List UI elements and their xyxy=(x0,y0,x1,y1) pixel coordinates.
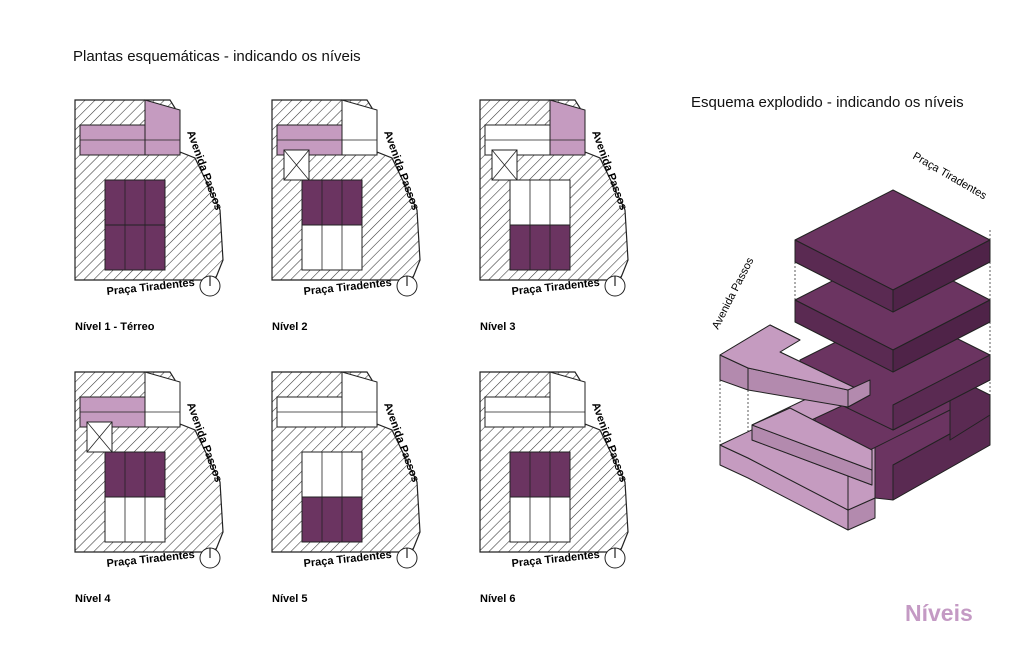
zone-top-right xyxy=(144,371,181,428)
page-footer: Níveis xyxy=(905,600,973,626)
zone-bottom-upper xyxy=(509,451,571,498)
zone-bottom-upper xyxy=(104,179,166,226)
plan-level-label: Nível 3 xyxy=(480,321,515,333)
plan-level-label: Nível 4 xyxy=(75,593,111,605)
zone-top-right xyxy=(549,371,586,428)
zone-bottom-upper xyxy=(301,451,363,498)
plan-level-label: Nível 1 - Térreo xyxy=(75,321,155,333)
iso-praca-label: Praça Tiradentes xyxy=(911,150,989,202)
zone-bottom-lower xyxy=(509,224,571,271)
zone-top-right xyxy=(549,99,586,156)
zone-top-right xyxy=(144,99,181,156)
zone-bottom-lower xyxy=(301,224,363,271)
exploded-title: Esquema explodido - indicando os níveis xyxy=(691,94,964,111)
zone-bottom-upper xyxy=(104,451,166,498)
plan-level-label: Nível 6 xyxy=(480,593,515,605)
zone-bottom-lower xyxy=(104,496,166,543)
zone-bottom-lower xyxy=(509,496,571,543)
plans-title: Plantas esquemáticas - indicando os níve… xyxy=(73,48,361,65)
zone-bottom-upper xyxy=(509,179,571,226)
iso-level-5 xyxy=(794,189,991,313)
plan-level-label: Nível 2 xyxy=(272,321,307,333)
zone-top-right xyxy=(341,99,378,156)
plan-level-label: Nível 5 xyxy=(272,593,307,605)
zone-top-right xyxy=(341,371,378,428)
iso-avenida-label: Avenida Passos xyxy=(710,255,757,331)
zone-bottom-lower xyxy=(104,224,166,271)
zone-bottom-lower xyxy=(301,496,363,543)
